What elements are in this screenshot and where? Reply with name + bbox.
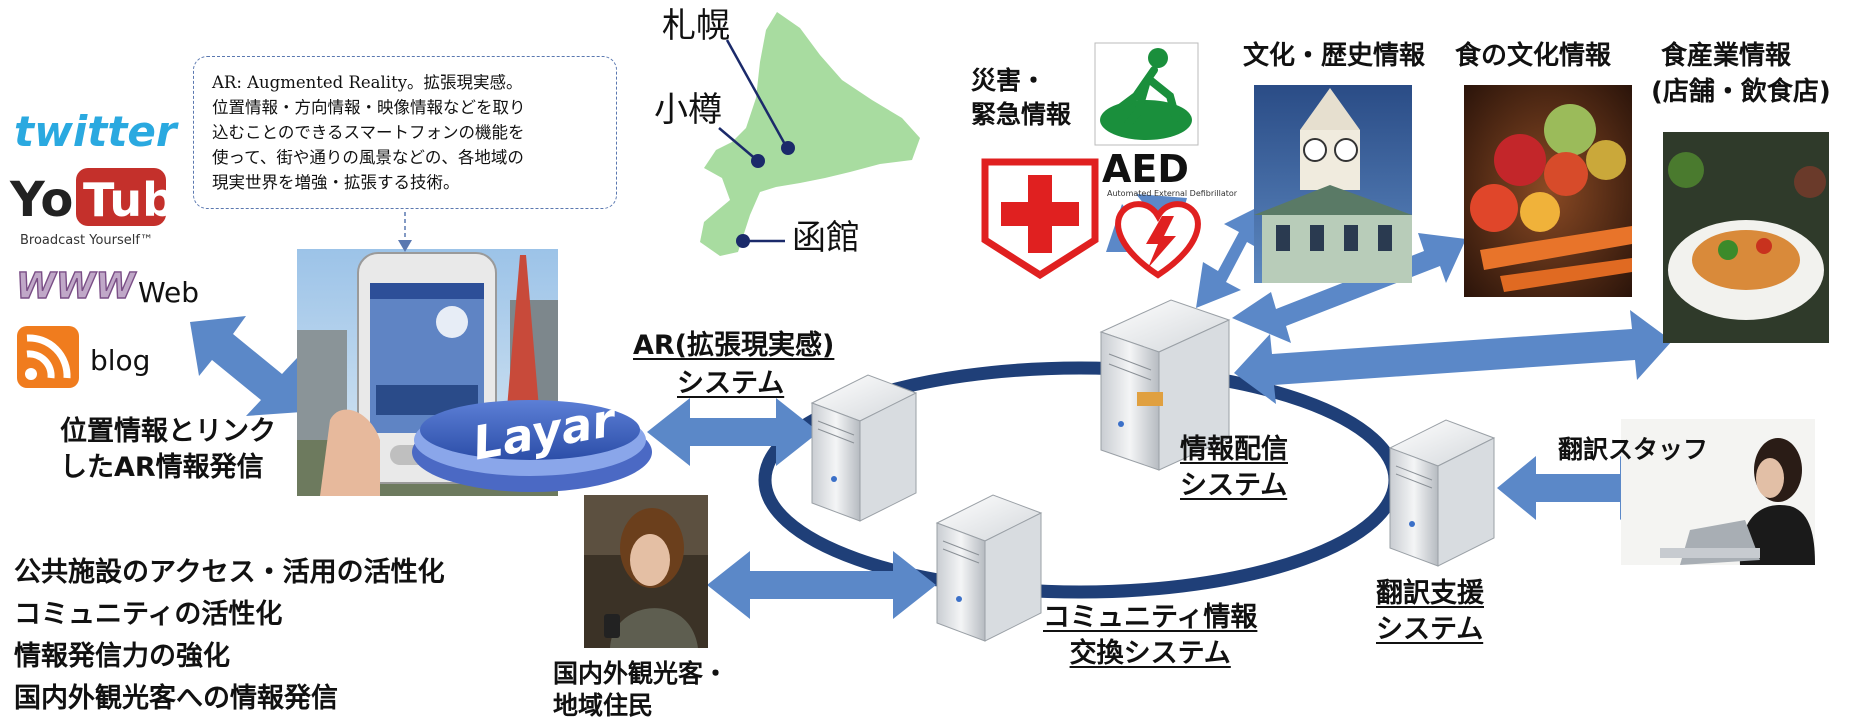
twitter-logo: twitter	[14, 107, 179, 156]
svg-text:AED: AED	[1102, 147, 1189, 191]
hokkaido-shape	[700, 12, 920, 256]
ar-link-caption: 位置情報とリンク したAR情報発信	[60, 416, 276, 483]
arrow-social-phone	[190, 316, 302, 416]
ar-system-title: AR(拡張現実感)	[633, 330, 835, 361]
callout-line: AR: Augmented Reality。拡張現実感。	[212, 73, 523, 92]
aed-icon: AED Automated External Defibrillator	[1102, 147, 1238, 279]
rss-icon	[17, 326, 79, 388]
distribution-system-label: 情報配信 システム	[1180, 434, 1288, 501]
arrow-tourist-community-server	[707, 551, 936, 619]
emergency-exit-icon	[1094, 42, 1199, 146]
svg-text:Broadcast Yourself™: Broadcast Yourself™	[20, 233, 153, 248]
ar-definition-callout: AR: Augmented Reality。拡張現実感。 位置情報・方向情報・映…	[193, 56, 617, 209]
goal-item: コミュニティの活性化	[14, 599, 283, 630]
city-otaru: 小樽	[654, 90, 722, 130]
distribution-server	[1099, 299, 1231, 471]
dish-photo	[1663, 132, 1829, 343]
sapporo-dot	[781, 141, 795, 155]
arrow-distribution-culture	[1196, 204, 1264, 308]
tourists-label: 国内外観光客・ 地域住民	[553, 659, 729, 720]
goals-list: 公共施設のアクセス・活用の活性化 コミュニティの活性化 情報発信力の強化 国内外…	[14, 552, 445, 720]
callout-line: 現実世界を増強・拡張する技術。	[212, 173, 460, 192]
culture-label: 文化・歴史情報	[1243, 41, 1426, 71]
svg-text:Tube: Tube	[83, 173, 206, 227]
city-hakodate: 函館	[792, 218, 860, 258]
callout-line: 使って、街や通りの風景などの、各地域の	[212, 148, 524, 167]
community-server	[935, 494, 1043, 642]
callout-line: 位置情報・方向情報・映像情報などを取り	[212, 98, 526, 117]
ar-system-subtitle: システム	[677, 368, 785, 399]
food-culture-label: 食の文化情報	[1455, 41, 1612, 71]
web-label: Web	[138, 276, 200, 309]
blog-label: blog	[90, 344, 151, 377]
youtube-logo: You Tube Broadcast Yourself™	[9, 168, 206, 248]
disaster-label: 災害・ 緊急情報	[971, 66, 1072, 129]
city-sapporo: 札幌	[662, 6, 730, 46]
callout-line: 込むことのできるスマートフォンの機能を	[212, 123, 525, 142]
hokkaido-map	[700, 12, 920, 256]
svg-text:Automated External Defibrillat: Automated External Defibrillator	[1107, 189, 1238, 198]
layar-logo: Layar	[412, 392, 652, 492]
food-industry-label: 食産業情報 (店舗・飲食店)	[1651, 41, 1831, 107]
tourist-photo	[584, 495, 708, 648]
arrow-layar-ar-server	[647, 398, 819, 466]
otaru-dot	[751, 154, 765, 168]
callout-connector-arrowhead	[398, 240, 412, 252]
translation-system-label: 翻訳支援 システム	[1376, 578, 1484, 645]
www-logo: WWW	[16, 266, 137, 307]
translation-server	[1388, 419, 1496, 567]
translation-staff-label: 翻訳スタッフ	[1558, 435, 1709, 464]
ar-server	[810, 374, 918, 522]
translator-photo	[1621, 419, 1815, 565]
clock-tower-photo	[1254, 85, 1412, 283]
arrow-translation-staff	[1497, 456, 1659, 520]
goal-item: 情報発信力の強化	[14, 641, 230, 672]
arrow-distribution-food-industry	[1234, 310, 1672, 404]
community-system-label: コミュニティ情報 交換システム	[1043, 602, 1258, 669]
goal-item: 国内外観光客への情報発信	[14, 683, 338, 714]
fruit-photo	[1464, 85, 1632, 297]
red-cross-icon	[981, 158, 1099, 280]
goal-item: 公共施設のアクセス・活用の活性化	[14, 557, 445, 588]
